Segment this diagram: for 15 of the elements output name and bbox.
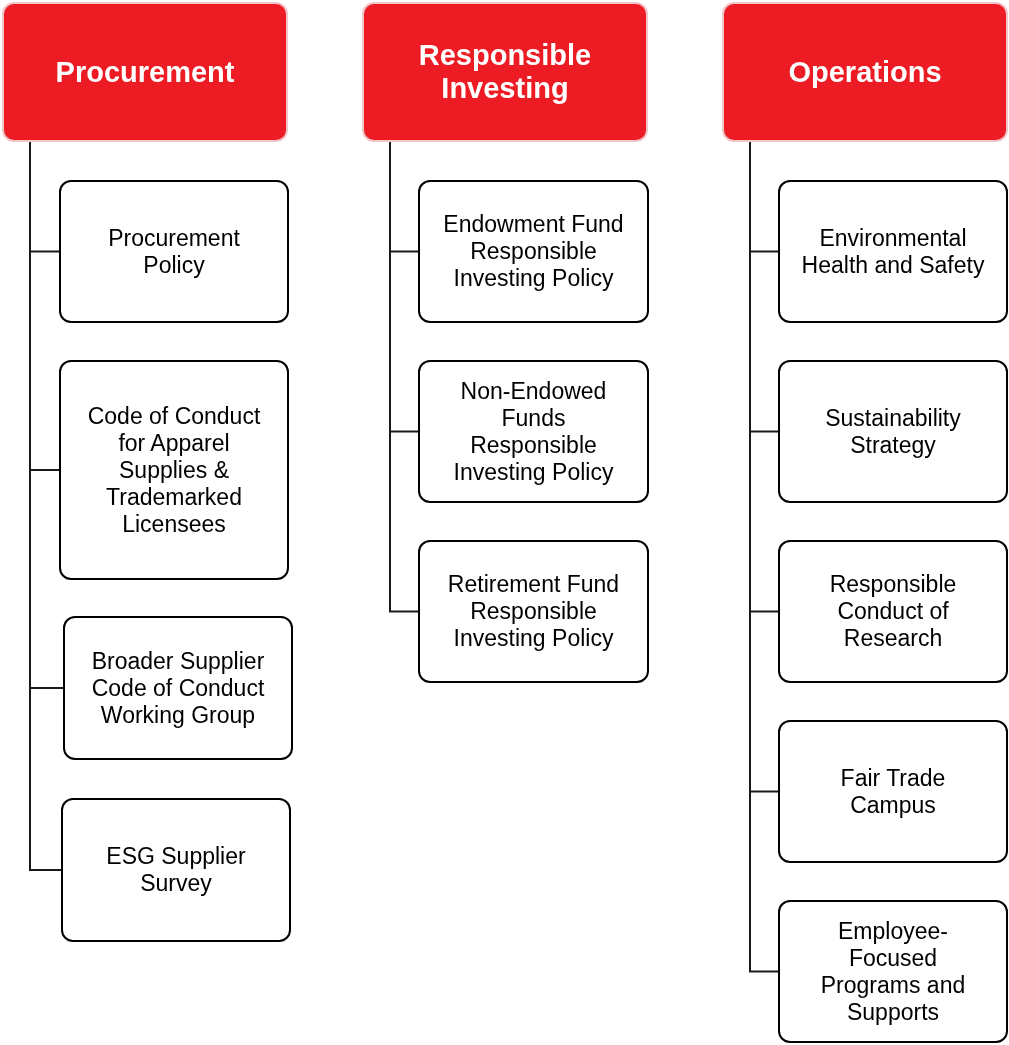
policy-box: Broader Supplier Code of Conduct Working Group: [63, 616, 293, 760]
category-header-box: Responsible Investing: [362, 2, 648, 142]
policy-box: Responsible Conduct of Research: [778, 540, 1008, 683]
policy-box: Sustainability Strategy: [778, 360, 1008, 503]
policy-box: Employee-Focused Programs and Supports: [778, 900, 1008, 1043]
policy-box: Environmental Health and Safety: [778, 180, 1008, 323]
policy-box: Code of Conduct for Apparel Supplies & Trademarked Licensees: [59, 360, 289, 580]
policy-box: Fair Trade Campus: [778, 720, 1008, 863]
policy-box: Non-Endowed Funds Responsible Investing Policy: [418, 360, 649, 503]
category-header-box: Procurement: [2, 2, 288, 142]
policy-box: Retirement Fund Responsible Investing Policy: [418, 540, 649, 683]
policy-box: Endowment Fund Responsible Investing Policy: [418, 180, 649, 323]
category-header-box: Operations: [722, 2, 1008, 142]
policy-box: ESG Supplier Survey: [61, 798, 291, 942]
policy-box: Procurement Policy: [59, 180, 289, 323]
